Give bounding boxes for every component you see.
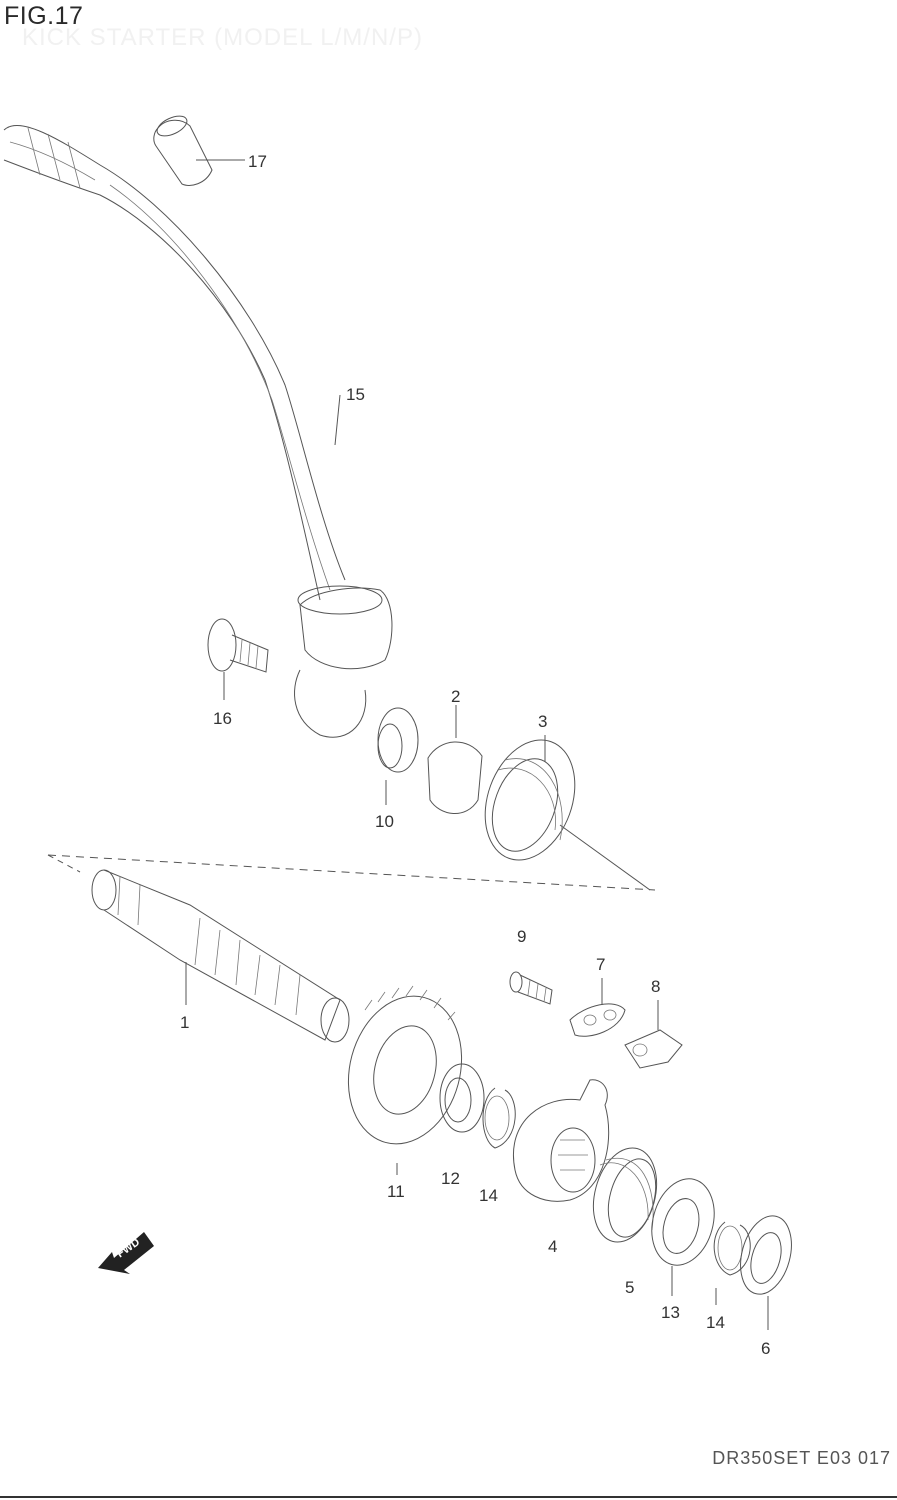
part-13-washer <box>651 1178 715 1296</box>
alignment-dashed-line <box>47 824 656 891</box>
label-14a: 14 <box>479 1186 498 1205</box>
label-3: 3 <box>538 712 547 731</box>
part-12-washer <box>439 1063 485 1133</box>
label-13: 13 <box>661 1303 680 1322</box>
label-15: 15 <box>346 385 365 404</box>
part-11-gear <box>347 985 463 1175</box>
diagram-code: DR350SET E03 017 <box>712 1448 891 1468</box>
label-9: 9 <box>517 927 526 946</box>
part-4-ratchet <box>513 1079 610 1202</box>
label-4: 4 <box>548 1237 557 1256</box>
label-7: 7 <box>596 955 605 974</box>
label-6: 6 <box>761 1339 770 1358</box>
label-12: 12 <box>441 1169 460 1188</box>
fwd-arrow-icon: FWD <box>98 1232 154 1274</box>
part-1-shaft <box>91 869 350 1043</box>
figure-title: FIG.17 <box>4 2 84 30</box>
label-10: 10 <box>375 812 394 831</box>
label-11: 11 <box>387 1182 405 1201</box>
part-14-circlip-b <box>713 1221 751 1305</box>
bottom-rule <box>0 1496 897 1498</box>
label-1: 1 <box>180 1013 189 1032</box>
part-7-plate <box>569 978 626 1037</box>
part-16-bolt <box>207 618 269 700</box>
label-17: 17 <box>248 152 267 171</box>
part-2-spacer <box>427 705 483 814</box>
figure-subtitle: KICK STARTER (MODEL L/M/N/P) <box>22 24 423 51</box>
part-17-grip-sleeve <box>153 115 245 186</box>
part-15-kick-lever <box>3 125 393 738</box>
part-3-spring <box>484 735 576 861</box>
label-2: 2 <box>451 687 460 706</box>
label-14b: 14 <box>706 1313 725 1332</box>
part-14-circlip-a <box>482 1087 516 1149</box>
part-6-washer <box>740 1215 792 1330</box>
part-5-spring <box>592 1147 658 1243</box>
part-10-bushing <box>377 707 419 805</box>
label-8: 8 <box>651 977 660 996</box>
label-16: 16 <box>213 709 232 728</box>
label-5: 5 <box>625 1278 634 1297</box>
part-8-guide <box>624 1000 683 1069</box>
part-9-bolt <box>509 971 553 1005</box>
